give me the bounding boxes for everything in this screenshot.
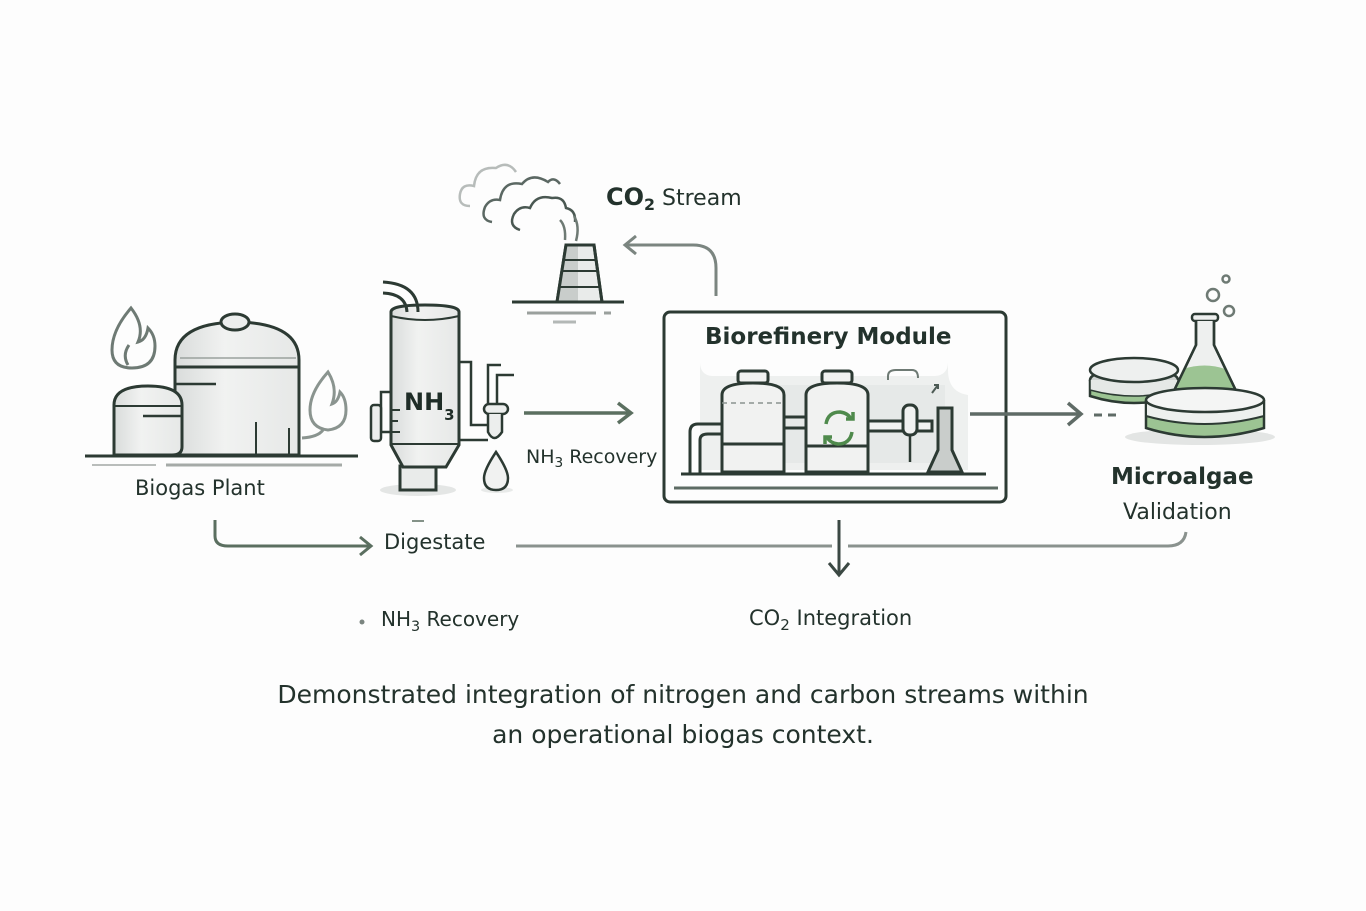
recycle-icon (823, 410, 855, 446)
nh3-recovery-label-rest: Recovery (563, 446, 658, 468)
bottom-co2-rest: Integration (789, 606, 913, 630)
arrow-head-icon (827, 562, 851, 578)
arrow-head-icon (622, 234, 637, 256)
biorefinery-module-title: Biorefinery Module (705, 324, 952, 350)
digestate-return-line (516, 531, 1188, 548)
nh3-stripping-column-icon (369, 280, 514, 496)
bottom-nh3-rest: Recovery (420, 607, 520, 631)
nh3-recovery-label-main: NH (526, 446, 555, 468)
nh3-recovery-flow-label: NH3 Recovery (526, 446, 658, 472)
digestate-label: Digestate (384, 530, 486, 554)
microalgae-label: Microalgae (1111, 464, 1254, 490)
cloud-icon (458, 163, 579, 242)
bottom-nh3-recovery-label: NH3 Recovery (381, 607, 520, 635)
flame-icon (301, 369, 348, 440)
nh3-recovery-label-sub: 3 (554, 455, 564, 472)
co2-stream-label-sub: 2 (644, 195, 656, 215)
nh3-column-label: NH3 (404, 388, 455, 424)
co2-stream-label-main: CO (606, 183, 645, 211)
co2-stream-label: CO2 Stream (606, 183, 742, 215)
droplet-icon (481, 449, 513, 493)
biogas-plant-icon (85, 312, 358, 467)
co2-stream-label-rest: Stream (655, 186, 742, 211)
bullet-icon (359, 619, 365, 625)
bottom-co2-main: CO (749, 606, 781, 630)
bottom-nh3-main: NH (381, 607, 411, 631)
arrow-head-icon (359, 535, 374, 557)
diagram-caption: Demonstrated integration of nitrogen and… (277, 680, 1089, 749)
arrow-head-icon (1066, 401, 1084, 427)
validation-label: Validation (1123, 500, 1232, 525)
bottom-co2-sub: 2 (780, 615, 790, 634)
co2-return-arrow (626, 243, 718, 296)
smokestack-icon (512, 243, 624, 324)
bioreactor-tanks-icon (681, 369, 986, 476)
arrow-head-icon (616, 401, 634, 425)
digestate-flow-arrow (213, 520, 370, 548)
biogas-plant-label: Biogas Plant (135, 476, 265, 500)
culture-dish-icon (1144, 386, 1266, 439)
bottom-co2-integration-label: CO2 Integration (749, 606, 913, 634)
bottom-nh3-sub: 3 (411, 618, 421, 635)
flame-icon (110, 305, 157, 370)
